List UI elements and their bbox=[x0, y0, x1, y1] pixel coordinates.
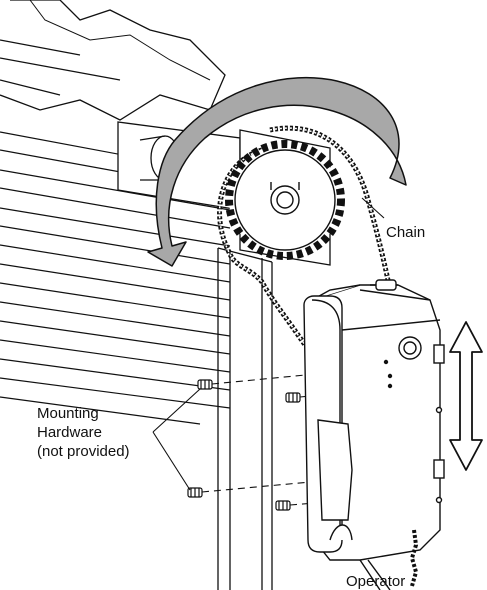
label-chain: Chain bbox=[386, 224, 425, 241]
rotation-arrow bbox=[147, 77, 407, 267]
label-operator: Operator bbox=[346, 573, 405, 590]
label-mounting-line2: Hardware bbox=[37, 424, 102, 441]
mounting-bolts bbox=[187, 379, 301, 511]
drive-sprocket bbox=[225, 140, 345, 260]
bolt-upper-right bbox=[285, 392, 301, 403]
hand-chain bbox=[409, 529, 419, 587]
label-mounting-line1: Mounting bbox=[37, 405, 99, 422]
bolt-upper-left bbox=[197, 379, 213, 390]
curtain-roll bbox=[0, 0, 226, 121]
bolt-lower-right bbox=[275, 500, 291, 511]
bolt-lower-left bbox=[187, 487, 203, 498]
mounting-leaders bbox=[152, 388, 201, 491]
operator-unit bbox=[303, 279, 445, 561]
drive-chain bbox=[217, 125, 393, 347]
chain-leader bbox=[361, 197, 385, 219]
door-curtain bbox=[0, 39, 231, 425]
guide-rail bbox=[217, 247, 273, 590]
vertical-adjust-arrow bbox=[449, 321, 483, 471]
label-mounting-line3: (not provided) bbox=[37, 443, 130, 460]
